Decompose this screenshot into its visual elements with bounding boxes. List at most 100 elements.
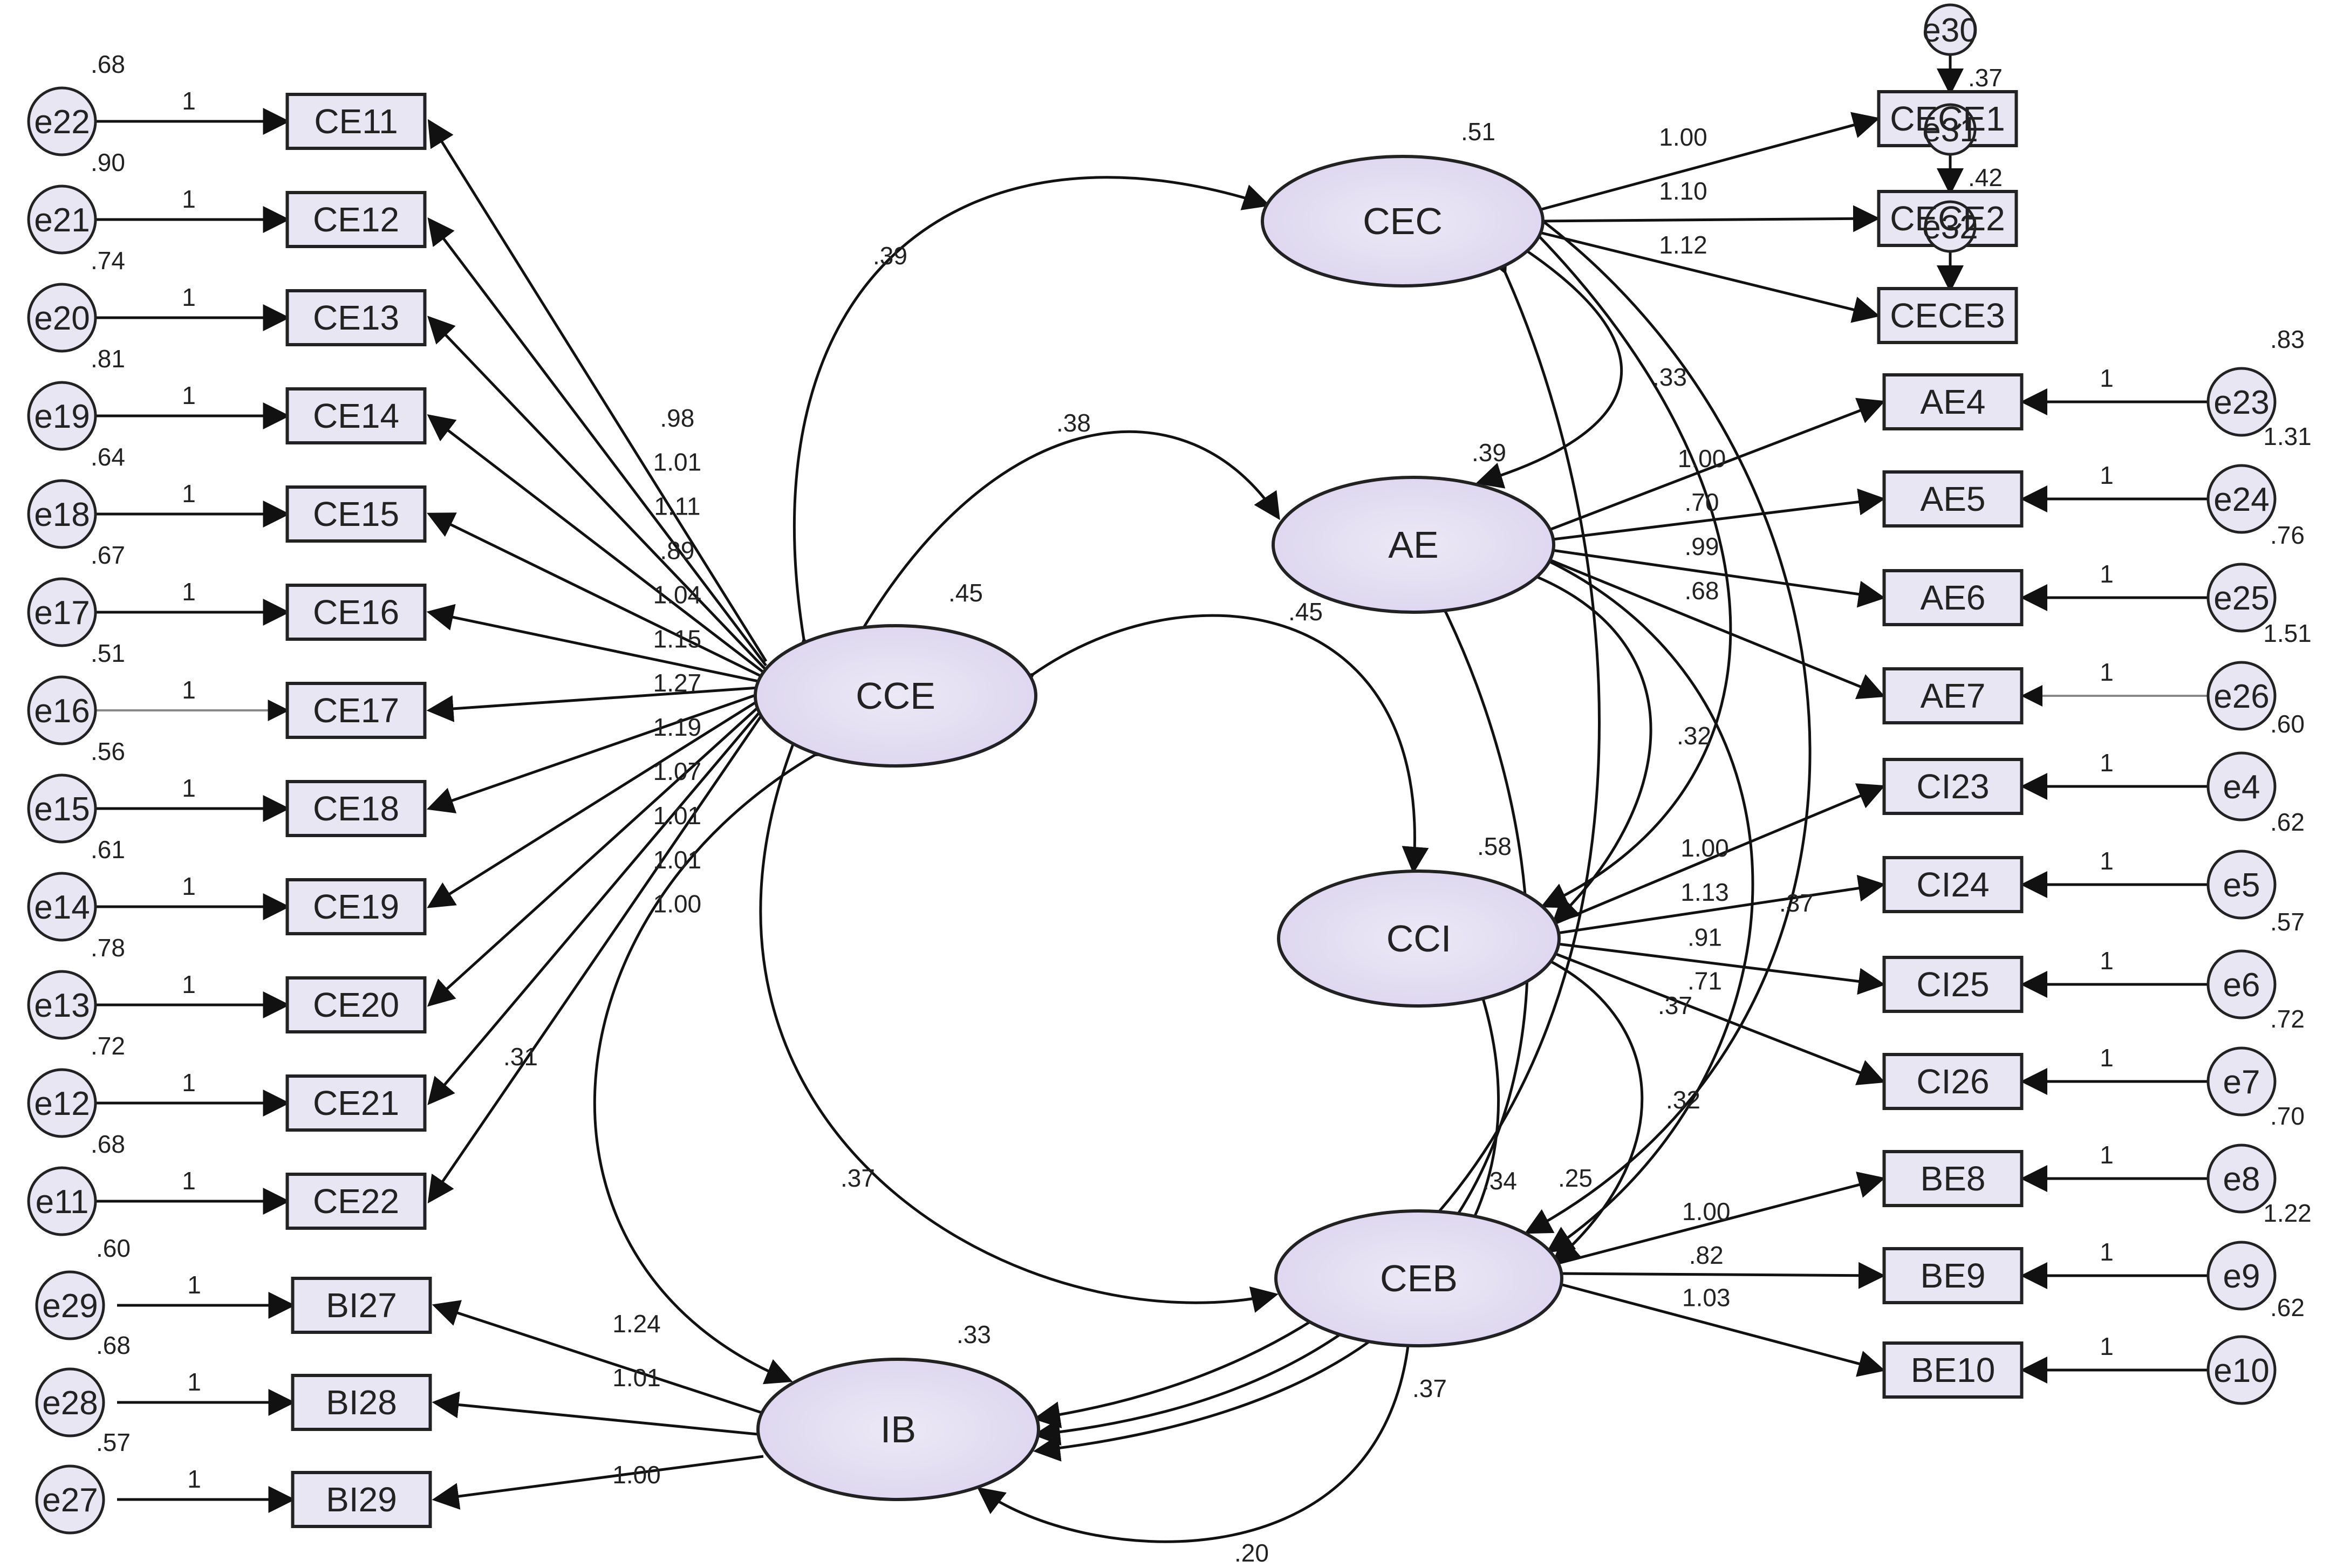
indicator-ce17 <box>285 682 427 739</box>
error-variance-e28: .68 <box>96 1331 131 1359</box>
latent-variance-ae: .39 <box>1472 439 1506 467</box>
indicator-ci24 <box>1882 856 2024 913</box>
indicator-ae6 <box>1882 569 2024 626</box>
error-variance-e29: .60 <box>96 1234 131 1262</box>
fixed-weight-e18: 1 <box>182 480 196 508</box>
loading-value-ci23: 1.00 <box>1680 834 1729 862</box>
error-variance-e7: .72 <box>2270 1005 2305 1033</box>
error-variance-e24: 1.31 <box>2263 422 2312 450</box>
error-e25-label: e25 <box>2213 580 2269 617</box>
fixed-weight-e9: 1 <box>2100 1238 2114 1266</box>
error-e26 <box>2206 661 2277 731</box>
covariance-value-cce-cci-top: .45 <box>1288 598 1323 626</box>
indicator-ce19 <box>285 878 427 935</box>
indicator-cece3 <box>1877 287 2018 344</box>
loading-value-ce18: 1.19 <box>653 713 702 741</box>
error-e18-label: e18 <box>34 496 90 533</box>
error-e22 <box>27 86 97 156</box>
error-e26-label: e26 <box>2213 678 2269 715</box>
error-e27 <box>35 1464 105 1535</box>
fixed-weight-e17: 1 <box>182 578 196 606</box>
loading-cce-ce19 <box>427 694 767 908</box>
loading-value-be10: 1.03 <box>1682 1284 1731 1312</box>
indicator-ce15 <box>285 485 427 543</box>
loading-cce-ce20 <box>427 699 767 1007</box>
latent-cci-label: CCI <box>1386 917 1452 960</box>
error-variance-e8: .70 <box>2270 1102 2305 1130</box>
loading-cce-ce15 <box>427 512 767 680</box>
loading-value-ce19: 1.07 <box>653 757 702 785</box>
covariance-cec-ceb <box>1515 195 1812 1234</box>
indicator-ce12 <box>285 191 427 248</box>
error-variance-e15: .56 <box>91 737 125 765</box>
loading-cce-ce12 <box>427 217 767 667</box>
error-e28 <box>35 1367 105 1437</box>
latent-variance-cci: .58 <box>1477 832 1512 860</box>
loading-value-cece1: 1.00 <box>1659 123 1707 151</box>
loading-cec-cece2 <box>1537 205 1880 232</box>
error-e30 <box>1924 3 1977 56</box>
error-variance-e20: .74 <box>91 247 125 275</box>
error-e32-label: e32 <box>1922 209 1978 246</box>
fixed-weight-e4: 1 <box>2100 749 2114 777</box>
error-e24-label: e24 <box>2213 481 2269 518</box>
loading-cci-ci24 <box>1553 874 1885 935</box>
error-e12-label: e12 <box>34 1085 90 1122</box>
loading-ib-bi28 <box>432 1391 764 1436</box>
fixed-weight-e10: 1 <box>2100 1332 2114 1360</box>
error-e8 <box>2206 1144 2277 1214</box>
error-variance-e5: .62 <box>2270 808 2305 836</box>
loading-value-ce14: .89 <box>660 536 694 564</box>
indicator-ci23 <box>1882 758 2024 815</box>
covariance-value-ae-cci: .37 <box>1779 889 1814 917</box>
fixed-weight-e22: 1 <box>182 87 196 115</box>
fixed-weight-e5: 1 <box>2100 847 2114 875</box>
loading-value-ae6: .99 <box>1685 532 1719 560</box>
indicator-cece1-label: CECE1 <box>1890 99 2005 138</box>
fixed-weight-e15: 1 <box>182 774 196 802</box>
covariance-value-cci-ib: .34 <box>1482 1167 1517 1195</box>
loading-value-ci26: .71 <box>1687 967 1722 995</box>
error-variance-e6: .57 <box>2270 908 2305 936</box>
loading-value-ae4: 1.00 <box>1678 444 1726 473</box>
fixed-weight-e19: 1 <box>182 381 196 409</box>
loading-ib-bi29 <box>432 1455 764 1510</box>
error-e30-label: e30 <box>1922 12 1978 49</box>
covariance-cce-ae <box>839 430 1280 656</box>
covariance-ae-cci <box>1509 555 1652 925</box>
indicator-ci24-label: CI24 <box>1916 865 1989 904</box>
error-variance-e13: .78 <box>91 934 125 962</box>
latent-cce-label: CCE <box>856 675 935 717</box>
error-variance-e23: .83 <box>2270 325 2305 353</box>
loading-cce-ce21 <box>427 703 767 1105</box>
indicator-ce20-label: CE20 <box>313 985 399 1024</box>
indicator-ce12-label: CE12 <box>313 200 399 239</box>
loading-cce-ce18 <box>426 690 767 813</box>
fixed-weight-e8: 1 <box>2100 1141 2114 1169</box>
latent-ceb-label: CEB <box>1380 1257 1458 1299</box>
covariance-cce-ceb <box>759 717 1279 1313</box>
indicator-bi27-label: BI27 <box>326 1286 397 1325</box>
covariance-value-ceb-ib: .20 <box>1234 1539 1269 1567</box>
covariance-value-cce-ae: .38 <box>1056 409 1091 437</box>
indicator-ce21 <box>285 1074 427 1132</box>
indicator-ce18 <box>285 780 427 837</box>
covariance-value-ae-ib: .25 <box>1558 1164 1593 1192</box>
loading-value-ce17: 1.27 <box>653 669 702 697</box>
covariance-cce-ib <box>593 731 843 1385</box>
error-variance-e25: .76 <box>2270 521 2305 549</box>
fixed-weight-e25: 1 <box>2100 560 2114 588</box>
loading-ceb-be9 <box>1556 1262 1885 1289</box>
error-e14-label: e14 <box>34 889 90 926</box>
indicator-ce16 <box>285 584 427 641</box>
loading-value-bi27: 1.24 <box>612 1310 661 1338</box>
indicator-be9-label: BE9 <box>1921 1256 1986 1295</box>
loading-value-cece2: 1.10 <box>1659 177 1707 205</box>
indicator-be8 <box>1882 1150 2024 1207</box>
indicator-ce13 <box>285 289 427 346</box>
error-e19-label: e19 <box>34 398 90 435</box>
error-variance-e4: .60 <box>2270 710 2305 738</box>
error-variance-e9: 1.22 <box>2263 1199 2312 1227</box>
indicator-cece3-label: CECE3 <box>1890 296 2005 335</box>
error-e4 <box>2206 751 2277 821</box>
